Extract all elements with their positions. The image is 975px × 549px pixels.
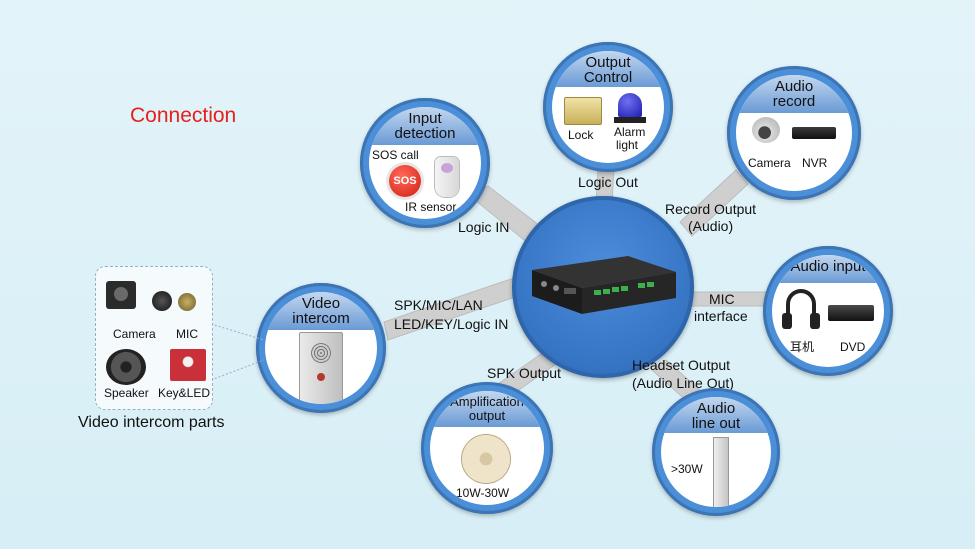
node-amplification-output: Amplification output 10W-30W bbox=[421, 382, 553, 514]
node-title: Audio input bbox=[790, 258, 866, 275]
node-title: Amplification bbox=[450, 394, 524, 409]
node-title-line2: line out bbox=[691, 415, 741, 432]
label-spk-mic-lan: SPK/MIC/LAN bbox=[394, 297, 483, 313]
node-title: Video bbox=[301, 295, 341, 312]
nvr-icon bbox=[792, 127, 836, 139]
node-title-band: Audio line out bbox=[661, 397, 771, 433]
label-audio-line-out: (Audio Line Out) bbox=[632, 375, 734, 391]
node-input-detection: Input detection SOS call SOS IR sensor bbox=[360, 98, 490, 228]
node-title: Output bbox=[585, 54, 631, 71]
item-alarm-light: light bbox=[616, 138, 639, 152]
node-title-line2: intercom bbox=[292, 310, 350, 327]
node-title: Input bbox=[408, 110, 442, 127]
node-title-line2: record bbox=[772, 93, 816, 110]
label-logic-in: Logic IN bbox=[458, 219, 510, 235]
item-dvd: DVD bbox=[840, 340, 866, 354]
mic-icon bbox=[152, 291, 172, 311]
label-headset-output: Headset Output bbox=[632, 357, 731, 373]
item-ir-sensor: IR sensor bbox=[405, 200, 457, 214]
label-mic: MIC bbox=[709, 291, 735, 307]
node-title-line2: output bbox=[468, 408, 506, 423]
label-spk-output: SPK Output bbox=[487, 365, 561, 381]
intercom-controller-device bbox=[532, 256, 676, 314]
headset-left-cup bbox=[782, 313, 792, 329]
node-audio-record: Audio record Camera NVR bbox=[727, 66, 861, 200]
node-title-band: Audio input bbox=[772, 255, 884, 283]
label-led-key-logic: LED/KEY/Logic IN bbox=[394, 316, 509, 332]
camera-module-icon bbox=[106, 281, 136, 309]
page-heading: Connection bbox=[130, 104, 237, 127]
ceiling-speaker-icon bbox=[462, 435, 510, 483]
node-title-band: Audio record bbox=[736, 75, 852, 113]
node-title-band: Video intercom bbox=[265, 292, 377, 330]
video-intercom-parts-panel: Camera MIC Speaker Key&LED bbox=[95, 266, 213, 410]
alarm-light-base bbox=[614, 117, 646, 123]
camera-icon bbox=[752, 117, 780, 143]
node-title-line2: Control bbox=[583, 69, 633, 86]
item-power-rating: >30W bbox=[671, 462, 703, 476]
sos-button-icon: SOS bbox=[389, 165, 421, 197]
central-device-hub bbox=[512, 196, 694, 378]
label-mic-interface: interface bbox=[694, 308, 748, 324]
item-headset: 耳机 bbox=[790, 340, 815, 354]
item-camera: Camera bbox=[748, 156, 791, 170]
node-title-band: Output Control bbox=[552, 51, 664, 87]
headset-icon bbox=[786, 289, 816, 329]
lock-icon bbox=[564, 97, 602, 125]
sos-badge-text: SOS bbox=[393, 175, 417, 187]
item-lock: Lock bbox=[568, 128, 594, 142]
column-speaker-icon bbox=[713, 437, 729, 507]
alarm-light-icon bbox=[618, 93, 642, 117]
connector-audio-record bbox=[679, 169, 749, 237]
part-camera: Camera bbox=[113, 327, 156, 341]
part-key-led: Key&LED bbox=[158, 386, 211, 400]
node-audio-line-out: Audio line out >30W bbox=[652, 388, 780, 516]
ir-sensor-icon bbox=[435, 157, 459, 197]
label-logic-out: Logic Out bbox=[578, 174, 638, 190]
node-audio-input: Audio input 耳机 DVD bbox=[763, 246, 893, 376]
headset-right-cup bbox=[810, 313, 820, 329]
speaker-icon bbox=[106, 349, 146, 385]
node-title: Audio bbox=[774, 78, 814, 95]
part-mic: MIC bbox=[176, 327, 198, 341]
key-led-icon bbox=[170, 349, 206, 381]
item-power-range: 10W-30W bbox=[456, 486, 510, 500]
node-output-control: Output Control Lock Alarm light bbox=[543, 42, 673, 172]
node-title-band: Amplification output bbox=[430, 391, 544, 427]
parts-caption: Video intercom parts bbox=[78, 414, 225, 431]
node-title: Audio bbox=[696, 400, 736, 417]
label-record-output: Record Output bbox=[665, 201, 757, 217]
mic-capsule-icon bbox=[178, 293, 196, 311]
item-nvr: NVR bbox=[802, 156, 828, 170]
node-title-band: Input detection bbox=[369, 107, 481, 145]
node-title-line2: detection bbox=[394, 125, 456, 142]
intercom-panel-icon bbox=[299, 332, 343, 404]
item-alarm: Alarm bbox=[614, 125, 646, 139]
node-video-intercom: Video intercom bbox=[256, 283, 386, 413]
label-record-output-audio: (Audio) bbox=[688, 218, 734, 234]
dvd-icon bbox=[828, 305, 874, 321]
part-speaker: Speaker bbox=[104, 386, 149, 400]
item-sos-call: SOS call bbox=[372, 148, 419, 162]
